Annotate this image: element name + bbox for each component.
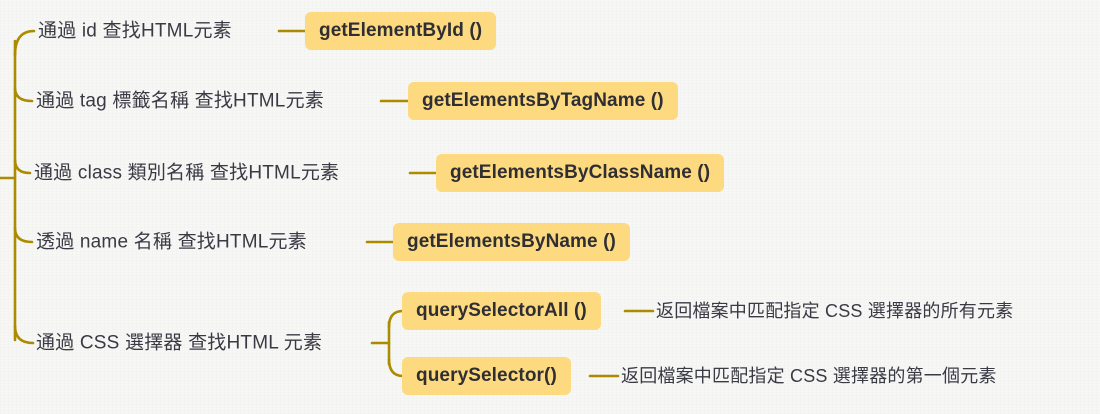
method-badge-get-elements-by-name[interactable]: getElementsByName () xyxy=(393,223,630,261)
branch-label-by-id: 通過 id 查找HTML元素 xyxy=(38,20,232,42)
branch-label-by-name: 透過 name 名稱 查找HTML元素 xyxy=(36,231,307,253)
method-badge-query-selector-all[interactable]: querySelectorAll () xyxy=(402,292,601,330)
branch-label-by-tag: 通過 tag 標籤名稱 查找HTML元素 xyxy=(36,90,324,112)
branch-elbow-by-id xyxy=(13,29,36,57)
branch-elbow-by-class xyxy=(13,158,32,175)
method-badge-get-elements-by-class-name[interactable]: getElementsByClassName () xyxy=(436,154,725,192)
method-badge-get-element-by-id[interactable]: getElementById () xyxy=(305,12,497,50)
description-query-selector-all: 返回檔案中匹配指定 CSS 選擇器的所有元素 xyxy=(656,301,1014,321)
branch-elbow-by-name xyxy=(13,226,34,244)
description-query-selector: 返回檔案中匹配指定 CSS 選擇器的第一個元素 xyxy=(621,366,997,386)
branch-label-by-css: 通過 CSS 選擇器 查找HTML 元素 xyxy=(36,332,323,354)
branch-elbow-by-css xyxy=(13,324,35,345)
method-badge-get-elements-by-tag-name[interactable]: getElementsByTagName () xyxy=(408,82,678,120)
css-sub-elbow-all xyxy=(387,309,405,329)
branch-label-by-class: 通過 class 類別名稱 查找HTML元素 xyxy=(34,162,340,184)
method-badge-query-selector[interactable]: querySelector() xyxy=(402,357,571,395)
css-sub-elbow-one xyxy=(387,357,405,378)
branch-elbow-by-tag xyxy=(13,86,34,103)
